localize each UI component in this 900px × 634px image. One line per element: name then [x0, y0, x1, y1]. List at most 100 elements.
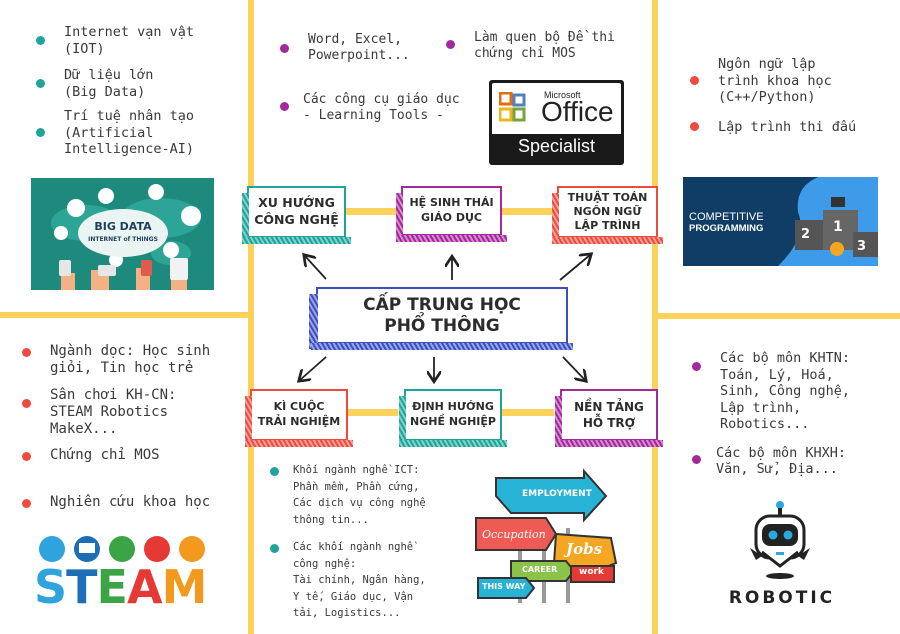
podium-3: 3 [857, 239, 867, 254]
box-shadow [245, 440, 353, 447]
mos-product: Office [541, 96, 614, 127]
box-shadow [242, 193, 249, 243]
sign-employment: EMPLOYMENT [522, 489, 592, 499]
bullet-icon [36, 128, 45, 137]
box-shadow [552, 237, 663, 244]
bullet-icon [22, 399, 31, 408]
competitive-programming-image: 2 1 3 COMPETITIVE PROGRAMMING [683, 177, 878, 266]
bullet-icon [36, 79, 45, 88]
edu-ecosystem-list-right: Làm quen bộ Đề thi chứng chỉ MOS [446, 30, 646, 62]
cp-line2: PROGRAMMING [689, 223, 764, 234]
list-item: Trí tuệ nhân tạo (Artificial Intelligenc… [36, 108, 246, 158]
list-item: Các bộ môn KHXH: Văn, Sử, Địa... [692, 445, 897, 478]
box-shadow [555, 396, 562, 446]
list-item: Khối ngành nghề ICT: Phần mềm, Phần cứng… [270, 462, 460, 528]
list-item: Các bộ môn KHTN: Toán, Lý, Hoá, Sinh, Cô… [692, 350, 897, 433]
list-item: Chứng chỉ MOS [22, 447, 250, 464]
sign-this-way: THIS WAY [482, 582, 526, 591]
list-item: Dữ liệu lớn (Big Data) [36, 67, 246, 100]
robotic-wordmark: ROBOTIC [728, 588, 836, 608]
box-shadow [245, 396, 252, 446]
box-shadow [309, 294, 318, 349]
steam-letter-s: S [34, 560, 67, 614]
box-shadow [555, 440, 663, 447]
list-item: Lập trình thi đấu [690, 119, 895, 136]
list-item: Các khối ngành nghề công nghệ: Tài chính… [270, 539, 460, 622]
mos-tagline: Specialist [517, 136, 596, 156]
list-item: Sân chơi KH-CN: STEAM Robotics MakeX... [22, 387, 250, 438]
sign-work: work [579, 567, 604, 577]
bullet-icon [280, 44, 289, 53]
box-shadow [552, 193, 559, 243]
bullet-icon [446, 40, 455, 49]
box-career-orientation[interactable]: ĐỊNH HƯỚNG NGHỀ NGHIỆP [399, 389, 507, 447]
bullet-icon [270, 467, 279, 476]
office-logo-icon [499, 92, 526, 122]
big-data-title: BIG DATA [94, 220, 152, 233]
steam-letter-a: A [126, 560, 163, 614]
box-tech-trends[interactable]: XU HƯỚNG CÔNG NGHỆ [242, 186, 351, 244]
arrow-to-experience [300, 356, 327, 380]
box-edu-ecosystem[interactable]: HỆ SINH THÁI GIÁO DỤC [396, 186, 507, 242]
list-item: Các công cụ giáo dục - Learning Tools - [280, 92, 460, 124]
podium-trophy-icon [778, 177, 878, 266]
bullet-icon [22, 499, 31, 508]
list-item: Nghiên cứu khoa học [22, 494, 250, 511]
list-item: Word, Excel, Powerpoint... [280, 32, 460, 64]
bullet-icon [270, 544, 279, 553]
bullet-icon [280, 102, 289, 111]
bullet-icon [36, 36, 45, 45]
bullet-icon [690, 76, 699, 85]
experience-list: Ngành dọc: Học sinh giỏi, Tin học trẻ Sâ… [22, 343, 250, 511]
sign-occupation: Occupation [482, 528, 546, 541]
steam-wordmark: STEAM [34, 561, 214, 613]
box-shadow [311, 343, 573, 350]
mos-brand: Microsoft [544, 90, 581, 100]
signpost-icon [475, 468, 618, 603]
iot-subtitle: INTERNET of THINGS [88, 236, 158, 243]
box-support-platform[interactable]: NỀN TẢNG HỖ TRỢ [555, 389, 663, 447]
tech-trends-list: Internet vạn vật (IOT) Dữ liệu lớn (Big … [36, 24, 246, 158]
bullet-icon [692, 362, 701, 371]
list-item: Ngôn ngữ lập trình khoa học (C++/Python) [690, 56, 895, 106]
sign-jobs: Jobs [566, 540, 603, 558]
list-item: Internet vạn vật (IOT) [36, 24, 246, 57]
grid-line-left-vertical [248, 0, 254, 634]
connector-bottom-2 [502, 409, 554, 416]
steam-letter-m: M [161, 560, 208, 614]
subjects-list: Các bộ môn KHTN: Toán, Lý, Hoá, Sinh, Cô… [692, 350, 897, 478]
box-experience[interactable]: KÌ CUỘC TRẢI NGHIỆM [245, 389, 353, 447]
box-shadow [396, 235, 507, 242]
box-shadow [399, 396, 406, 446]
center-box[interactable]: CẤP TRUNG HỌC PHỔ THÔNG [309, 287, 573, 350]
center-title: CẤP TRUNG HỌC PHỔ THÔNG [363, 295, 521, 336]
bullet-icon [692, 454, 701, 464]
programming-list: Ngôn ngữ lập trình khoa học (C++/Python)… [690, 56, 895, 135]
grid-line-right-horizontal [656, 313, 900, 319]
grid-line-right-vertical [652, 0, 658, 634]
world-map-icon [51, 184, 201, 290]
box-shadow [396, 193, 403, 241]
box-shadow [242, 237, 351, 244]
podium-2: 2 [801, 227, 811, 242]
steam-logo: STEAM [34, 535, 214, 615]
bullet-icon [22, 348, 31, 357]
podium-1: 1 [833, 219, 843, 235]
career-signs-image: EMPLOYMENT Occupation Jobs CAREER work T… [466, 468, 626, 608]
arrow-to-algorithms [559, 255, 590, 281]
arrow-to-support [562, 356, 585, 380]
arrow-to-tech-trends [305, 256, 327, 280]
robot-icon [750, 501, 810, 579]
bullet-icon [690, 121, 699, 131]
robotic-logo: ROBOTIC [712, 500, 852, 612]
big-data-iot-image: BIG DATA INTERNET of THINGS [31, 178, 214, 290]
steam-letter-t: T [66, 560, 97, 614]
mos-logo: Microsoft Office Specialist [489, 80, 624, 165]
connector-top-2 [502, 208, 554, 215]
box-shadow [399, 440, 507, 447]
list-item: Làm quen bộ Đề thi chứng chỉ MOS [446, 30, 646, 62]
edu-ecosystem-list-left: Word, Excel, Powerpoint... Các công cụ g… [280, 32, 460, 124]
connector-top-1 [346, 208, 398, 215]
list-item: Ngành dọc: Học sinh giỏi, Tin học trẻ [22, 343, 250, 377]
box-algorithms[interactable]: THUẬT TOÁN NGÔN NGỮ LẬP TRÌNH [552, 186, 663, 244]
